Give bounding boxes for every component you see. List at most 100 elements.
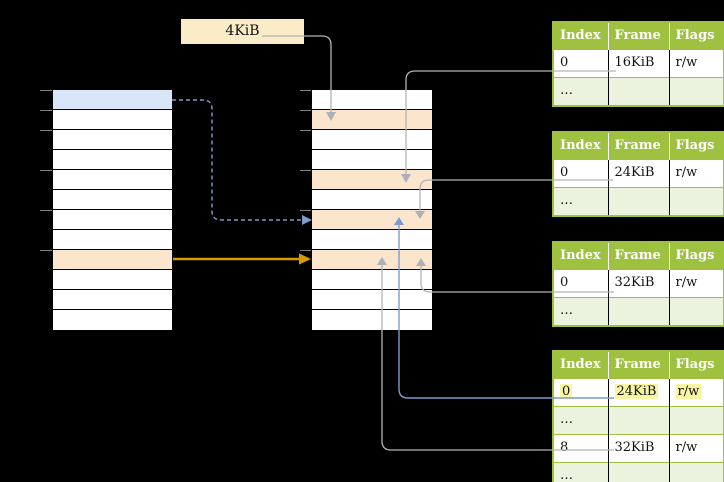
column-header-frame: Frame bbox=[607, 351, 669, 379]
physical-memory-row-11 bbox=[312, 310, 432, 330]
table-cell: 0 bbox=[553, 378, 608, 407]
table-cell: 32KiB bbox=[607, 434, 669, 463]
table-cell bbox=[607, 297, 669, 326]
address-tick bbox=[40, 170, 52, 171]
table-cell: r/w bbox=[668, 159, 724, 188]
physical-memory-row-5 bbox=[312, 190, 432, 210]
physical-memory-row-8 bbox=[312, 250, 432, 270]
virtual-memory-row-3 bbox=[53, 150, 172, 170]
table-cell: r/w bbox=[668, 269, 724, 298]
table-cell: … bbox=[553, 406, 608, 435]
physical-memory-row-2 bbox=[312, 130, 432, 150]
table-cell: … bbox=[553, 462, 608, 482]
column-header-index: Index bbox=[553, 132, 608, 160]
column-header-index: Index bbox=[553, 351, 608, 379]
table-cell: … bbox=[553, 187, 608, 216]
virtual-memory-row-4 bbox=[53, 170, 172, 190]
physical-memory-row-6 bbox=[312, 210, 432, 230]
column-header-frame: Frame bbox=[607, 22, 669, 50]
virtual-memory-column bbox=[52, 89, 173, 331]
address-tick bbox=[300, 170, 312, 171]
virtual-memory-row-11 bbox=[53, 310, 172, 330]
column-header-flags: Flags bbox=[668, 242, 724, 270]
physical-memory-column bbox=[311, 89, 433, 331]
address-tick bbox=[300, 210, 312, 211]
table-cell: … bbox=[553, 297, 608, 326]
table-row-1: … bbox=[553, 406, 724, 435]
physical-memory-row-3 bbox=[312, 150, 432, 170]
table-cell: 8 bbox=[553, 434, 608, 463]
column-header-flags: Flags bbox=[668, 351, 724, 379]
table-cell bbox=[607, 406, 669, 435]
address-tick bbox=[40, 250, 52, 251]
table-cell: 0 bbox=[553, 269, 608, 298]
virtual-memory-row-5 bbox=[53, 190, 172, 210]
physical-memory-row-4 bbox=[312, 170, 432, 190]
table-cell: 24KiB bbox=[607, 159, 669, 188]
table-cell bbox=[668, 406, 724, 435]
table-cell bbox=[607, 187, 669, 216]
table-row-1: … bbox=[553, 77, 724, 106]
virtual-memory-ticks bbox=[40, 90, 52, 332]
column-header-flags: Flags bbox=[668, 22, 724, 50]
address-tick bbox=[40, 90, 52, 91]
highlighted-value: r/w bbox=[675, 384, 702, 399]
table-cell: r/w bbox=[668, 49, 724, 78]
physical-memory-row-7 bbox=[312, 230, 432, 250]
physical-memory-row-1 bbox=[312, 110, 432, 130]
address-tick bbox=[300, 250, 312, 251]
table-cell bbox=[607, 462, 669, 482]
physical-memory-row-10 bbox=[312, 290, 432, 310]
address-tick bbox=[40, 130, 52, 131]
table-cell bbox=[607, 77, 669, 106]
table-cell: r/w bbox=[668, 378, 724, 407]
table-cell bbox=[668, 77, 724, 106]
table-row-1: … bbox=[553, 297, 724, 326]
virtual-memory-row-8 bbox=[53, 250, 172, 270]
arrow-virtual-page0-translation bbox=[172, 99, 312, 225]
table-cell: 16KiB bbox=[607, 49, 669, 78]
virtual-memory-row-0 bbox=[53, 90, 172, 110]
table-cell: 0 bbox=[553, 49, 608, 78]
table-cell: 0 bbox=[553, 159, 608, 188]
virtual-memory-row-6 bbox=[53, 210, 172, 230]
column-header-index: Index bbox=[553, 242, 608, 270]
table-cell: r/w bbox=[668, 434, 724, 463]
highlighted-value: 24KiB bbox=[614, 384, 659, 399]
table-cell: … bbox=[553, 77, 608, 106]
highlighted-value: 0 bbox=[560, 384, 573, 399]
address-tick bbox=[40, 110, 52, 111]
physical-memory-row-0 bbox=[312, 90, 432, 110]
arrow-virtual-page8-translation bbox=[173, 253, 311, 265]
physical-memory-row-9 bbox=[312, 270, 432, 290]
address-tick bbox=[40, 210, 52, 211]
table-row-3: … bbox=[553, 462, 724, 482]
column-header-flags: Flags bbox=[668, 132, 724, 160]
table-cell: 32KiB bbox=[607, 269, 669, 298]
virtual-memory-row-2 bbox=[53, 130, 172, 150]
table-row-1: … bbox=[553, 187, 724, 216]
table-cell bbox=[668, 462, 724, 482]
virtual-memory-row-9 bbox=[53, 270, 172, 290]
column-header-frame: Frame bbox=[607, 132, 669, 160]
column-header-index: Index bbox=[553, 22, 608, 50]
frame-size-label: 4KiB bbox=[181, 19, 304, 44]
virtual-memory-row-10 bbox=[53, 290, 172, 310]
table-cell: 24KiB bbox=[607, 378, 669, 407]
virtual-memory-row-1 bbox=[53, 110, 172, 130]
column-header-frame: Frame bbox=[607, 242, 669, 270]
virtual-memory-row-7 bbox=[53, 230, 172, 250]
